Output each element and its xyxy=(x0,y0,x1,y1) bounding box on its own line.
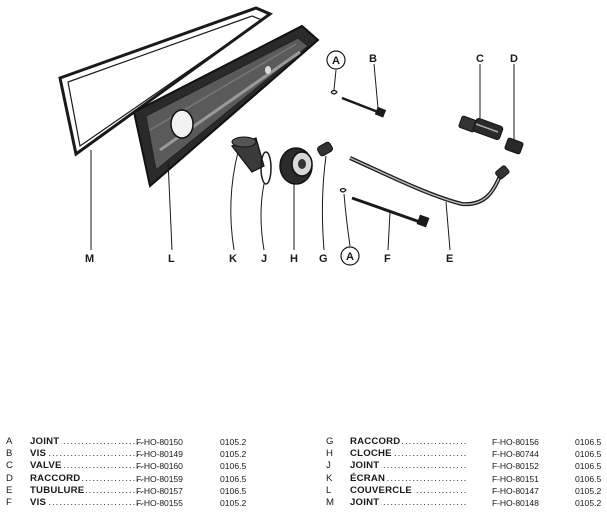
part-reference: F-HO-80152 xyxy=(492,461,539,472)
part-reference: F-HO-80155 xyxy=(136,497,183,508)
dot-leader: ................................ xyxy=(30,472,148,484)
dot-leader: ................................ xyxy=(350,472,468,484)
part-code: 0105.2 xyxy=(220,449,247,460)
part-name: ÉCRAN xyxy=(350,472,388,485)
gasket-frame-m xyxy=(58,6,274,157)
dot-leader: ................................ xyxy=(350,496,468,508)
part-letter: G xyxy=(326,436,334,447)
part-code: 0106.5 xyxy=(220,461,247,472)
screw-f xyxy=(351,196,430,228)
part-name: JOINT xyxy=(30,436,62,449)
dot-leader: ................................ xyxy=(30,448,148,460)
callout-e: E xyxy=(446,253,453,265)
cover-l xyxy=(132,24,320,188)
part-letter: H xyxy=(326,448,333,460)
part-letter: M xyxy=(326,496,334,508)
callout-h: H xyxy=(290,253,298,265)
part-letter: D xyxy=(6,472,13,484)
screen-cone-k xyxy=(231,136,265,173)
bell-h xyxy=(279,147,313,185)
part-code: 0105.2 xyxy=(575,497,602,508)
part-reference: F-HO-80159 xyxy=(136,473,183,484)
part-code: 0106.5 xyxy=(220,485,247,496)
part-reference: F-HO-80150 xyxy=(136,437,183,447)
part-letter: E xyxy=(6,484,13,496)
part-code: 0105.2 xyxy=(220,497,247,508)
part-name: TUBULURE xyxy=(30,484,87,497)
callout-g: G xyxy=(319,253,328,265)
dot-leader: ................................ xyxy=(350,460,468,472)
part-reference: F-HO-80160 xyxy=(136,461,183,472)
valve-c xyxy=(458,115,504,141)
part-name: VIS xyxy=(30,448,49,461)
part-reference: F-HO-80744 xyxy=(492,449,539,460)
part-name: COUVERCLE xyxy=(350,484,415,497)
callout-b: B xyxy=(369,53,377,65)
dot-leader: ................................ xyxy=(30,484,148,496)
dot-leader: ................................ xyxy=(350,436,468,447)
part-code: 0105.2 xyxy=(220,437,247,447)
part-name: JOINT xyxy=(350,460,382,473)
dot-leader: ................................ xyxy=(30,460,148,472)
o-ring-j xyxy=(260,151,272,185)
joint-a-lower xyxy=(339,187,347,193)
part-reference: F-HO-80148 xyxy=(492,497,539,508)
part-code: 0106.5 xyxy=(220,473,247,484)
part-letter: L xyxy=(326,484,332,496)
exploded-view-diagram: A B C D M L K J H G A F E xyxy=(58,6,524,266)
part-name: JOINT xyxy=(350,496,382,510)
part-reference: F-HO-80149 xyxy=(136,449,183,460)
part-code: 0106.5 xyxy=(575,473,602,484)
part-code: 0106.5 xyxy=(575,437,602,447)
part-reference: F-HO-80157 xyxy=(136,485,183,496)
fitting-d xyxy=(504,137,524,155)
joint-a-upper xyxy=(330,89,338,95)
callout-k: K xyxy=(229,253,237,265)
part-letter: C xyxy=(6,460,13,472)
part-code: 0106.5 xyxy=(575,449,602,460)
part-reference: F-HO-80151 xyxy=(492,473,539,484)
callout-a-lower: A xyxy=(346,251,354,263)
part-name: RACCORD xyxy=(350,436,403,449)
part-reference: F-HO-80156 xyxy=(492,437,539,447)
part-name: VALVE xyxy=(30,460,64,473)
dot-leader: ................................ xyxy=(30,436,148,447)
part-name: VIS xyxy=(30,496,49,510)
part-letter: F xyxy=(6,496,12,508)
part-letter: A xyxy=(6,436,13,447)
part-code: 0105.2 xyxy=(575,485,602,496)
part-code: 0106.5 xyxy=(575,461,602,472)
screw-b xyxy=(341,96,387,118)
callout-j: J xyxy=(261,253,267,265)
dot-leader: ................................ xyxy=(350,448,468,460)
callout-m: M xyxy=(85,253,94,265)
dot-leader: ................................ xyxy=(30,496,148,508)
callout-a-upper: A xyxy=(332,55,340,67)
fitting-g xyxy=(317,141,333,157)
callout-f: F xyxy=(384,253,391,265)
tube-e xyxy=(349,156,510,207)
part-letter: J xyxy=(326,460,331,472)
callout-l: L xyxy=(168,253,175,265)
part-letter: B xyxy=(6,448,13,460)
part-name: RACCORD xyxy=(30,472,83,485)
part-letter: K xyxy=(326,472,333,484)
callout-c: C xyxy=(476,53,484,65)
part-name: CLOCHE xyxy=(350,448,394,461)
callout-d: D xyxy=(510,53,518,65)
part-reference: F-HO-80147 xyxy=(492,485,539,496)
